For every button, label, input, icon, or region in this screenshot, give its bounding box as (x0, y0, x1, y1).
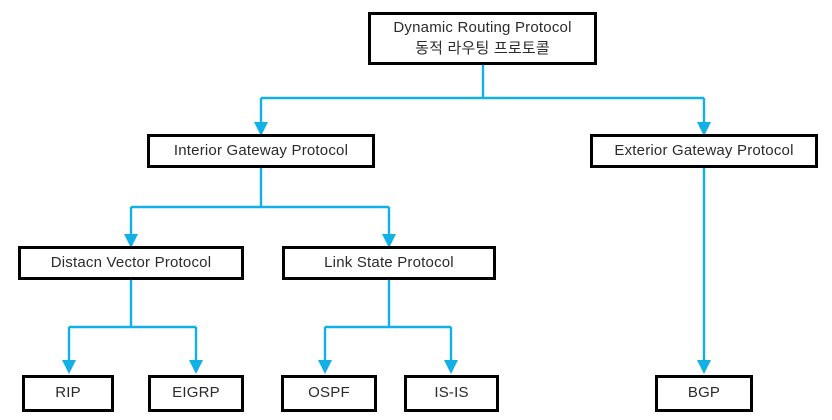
node-eigrp[interactable]: EIGRP (148, 375, 244, 412)
arrowhead-to-isis (444, 360, 458, 374)
node-rip-label: RIP (55, 384, 81, 402)
node-bgp-label: BGP (687, 384, 721, 402)
node-isis-label: IS-IS (434, 384, 469, 402)
node-link-state-protocol[interactable]: Link State Protocol (282, 246, 496, 280)
arrowhead-to-ospf (318, 360, 332, 374)
connector-link-state-to-children (323, 278, 453, 364)
node-exterior-gateway-protocol[interactable]: Exterior Gateway Protocol (590, 134, 818, 168)
node-link-state-protocol-label: Link State Protocol (324, 253, 454, 271)
node-distance-vector-protocol[interactable]: Distacn Vector Protocol (18, 246, 244, 280)
connector-root-to-level2 (259, 64, 706, 126)
node-interior-gateway-protocol[interactable]: Interior Gateway Protocol (147, 134, 375, 168)
node-title-line-1: Dynamic Routing Protocol (393, 19, 572, 37)
arrowhead-to-rip (62, 360, 76, 374)
node-ospf-label: OSPF (308, 384, 350, 402)
node-dynamic-routing-protocol[interactable]: Dynamic Routing Protocol 동적 라우팅 프로토콜 (368, 12, 597, 65)
node-exterior-gateway-protocol-label: Exterior Gateway Protocol (614, 141, 794, 159)
node-ospf[interactable]: OSPF (281, 375, 377, 412)
node-eigrp-label: EIGRP (172, 384, 220, 402)
node-title-line-2: 동적 라우팅 프로토콜 (415, 39, 550, 57)
connector-distance-vector-to-children (67, 278, 198, 364)
node-rip[interactable]: RIP (22, 375, 114, 412)
node-interior-gateway-protocol-label: Interior Gateway Protocol (173, 141, 349, 159)
arrowhead-to-bgp (697, 360, 711, 374)
connector-igp-to-children (129, 167, 391, 238)
node-bgp[interactable]: BGP (655, 375, 753, 412)
arrowhead-to-eigrp (189, 360, 203, 374)
node-distance-vector-protocol-label: Distacn Vector Protocol (50, 253, 212, 271)
node-isis[interactable]: IS-IS (404, 375, 499, 412)
